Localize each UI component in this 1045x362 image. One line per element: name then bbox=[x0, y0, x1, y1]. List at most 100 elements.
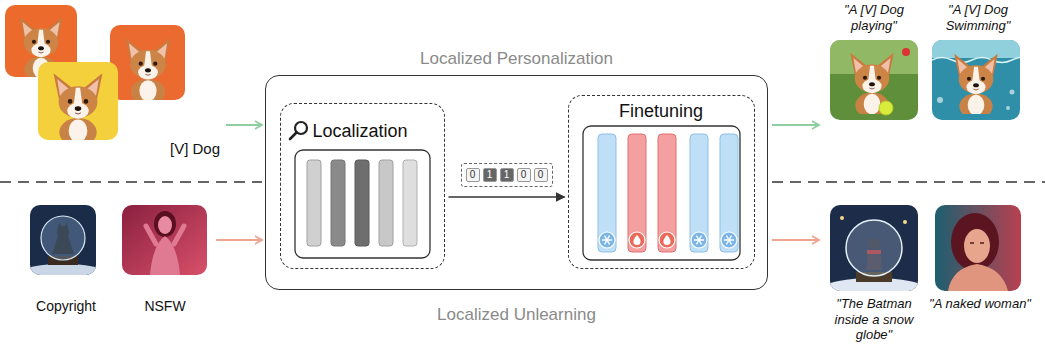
node-label: Localized Personalization bbox=[420, 49, 613, 69]
image-group: [V] Dog bbox=[4, 4, 222, 160]
node-label: "A naked woman" bbox=[929, 296, 1031, 312]
copyright-photo bbox=[30, 205, 96, 275]
snow-globe-photo bbox=[846, 220, 902, 276]
image-panel: "A [V] Dog Swimming" bbox=[926, 2, 1030, 122]
flow-arrow bbox=[216, 239, 262, 241]
node-label: [V] Dog bbox=[170, 140, 220, 158]
frozen-icon bbox=[694, 236, 704, 245]
frozen-icon bbox=[602, 236, 612, 245]
finetuning-panel bbox=[690, 134, 708, 252]
flow-arrow bbox=[772, 124, 819, 126]
mask-bit: 1 bbox=[500, 168, 514, 182]
section-divider bbox=[0, 182, 1045, 183]
portrait-photo bbox=[935, 205, 1021, 291]
nsfw-photo bbox=[122, 205, 207, 275]
frozen-icon bbox=[724, 236, 734, 245]
node-label: "The Batman inside a snow globe" bbox=[822, 296, 926, 343]
trainable-icon bbox=[633, 235, 640, 245]
nsfw-photo bbox=[122, 205, 207, 275]
finetuning-box: Finetuning bbox=[568, 95, 755, 269]
nsfw-photo bbox=[158, 216, 172, 234]
finetuning-panel bbox=[583, 126, 740, 260]
flow-arrow bbox=[226, 124, 262, 126]
corgi-photo bbox=[126, 38, 171, 100]
node-label: "A [V] Dog Swimming" bbox=[926, 2, 1030, 33]
portrait-photo bbox=[948, 264, 1008, 291]
portrait-photo bbox=[951, 213, 999, 271]
image-panel: "The Batman inside a snow globe" bbox=[822, 204, 926, 358]
corgi-photo bbox=[38, 62, 118, 140]
nsfw-photo bbox=[154, 211, 176, 237]
trainable-icon bbox=[629, 232, 645, 248]
localization-box: Localization bbox=[280, 103, 445, 269]
dog-playing-photo bbox=[902, 48, 910, 56]
dog-swimming-photo bbox=[932, 40, 1020, 120]
copyright-photo bbox=[41, 216, 85, 260]
portrait-photo bbox=[970, 242, 984, 243]
section-divider bbox=[772, 181, 1045, 183]
finetuning-panel bbox=[583, 126, 740, 260]
section-divider bbox=[0, 181, 262, 183]
snow-globe-photo bbox=[830, 205, 918, 291]
node-label: Localization bbox=[313, 121, 408, 143]
flow-arrow bbox=[449, 196, 565, 198]
magnifier-icon bbox=[290, 122, 307, 139]
node-label: NSFW bbox=[144, 298, 185, 315]
dog-playing-photo bbox=[830, 40, 918, 120]
dog-swimming-photo bbox=[932, 40, 1020, 58]
image-panel: "A [V] Dog playing" bbox=[822, 2, 926, 122]
frozen-icon bbox=[721, 232, 737, 248]
localization-panel bbox=[295, 150, 430, 258]
dog-playing-photo bbox=[879, 101, 893, 115]
image-panel: Copyright bbox=[24, 203, 108, 315]
dog-swimming-photo bbox=[1006, 106, 1010, 110]
connectors bbox=[216, 125, 819, 240]
trainable-icon bbox=[629, 232, 675, 248]
node-label: Copyright bbox=[36, 298, 96, 315]
flow-arrow bbox=[772, 239, 819, 241]
localization-panel bbox=[295, 150, 430, 258]
frozen-icon bbox=[691, 232, 707, 248]
dog-swimming-photo bbox=[932, 40, 1020, 120]
dog-swimming-photo bbox=[954, 54, 998, 119]
localization-panel bbox=[331, 160, 345, 246]
image-panel: NSFW bbox=[118, 203, 212, 315]
snow-globe-photo bbox=[903, 220, 907, 224]
nsfw-photo bbox=[146, 226, 184, 244]
finetuning-panel bbox=[628, 134, 646, 252]
image-panel: "A naked woman" bbox=[928, 204, 1032, 358]
finetuning-panel bbox=[598, 134, 616, 252]
trainable-icon bbox=[659, 232, 675, 248]
node-label: "A [V] Dog playing" bbox=[822, 2, 926, 33]
dog-playing-photo bbox=[850, 53, 894, 118]
method-box: Localized PersonalizationLocalized Unlea… bbox=[265, 75, 768, 290]
node-label: Localized Unlearning bbox=[437, 305, 596, 325]
dog-playing-photo bbox=[830, 40, 918, 120]
node-label: Finetuning bbox=[619, 101, 703, 123]
mask-bit: 0 bbox=[534, 168, 548, 182]
mask-vector: 01100 bbox=[461, 163, 553, 187]
dog-swimming-photo bbox=[932, 58, 1020, 63]
copyright-photo bbox=[30, 264, 96, 275]
mask-bit: 0 bbox=[466, 168, 480, 182]
portrait-photo bbox=[935, 205, 1021, 291]
corgi-photo bbox=[54, 73, 103, 140]
dog-swimming-photo bbox=[937, 97, 943, 103]
dog-swimming-photo bbox=[1010, 90, 1015, 95]
snow-globe-photo bbox=[830, 205, 918, 291]
localization-panel bbox=[355, 160, 369, 246]
localization-panel bbox=[403, 160, 417, 246]
frozen-icon bbox=[599, 232, 737, 248]
localization-panel bbox=[379, 160, 393, 246]
mask-bit: 1 bbox=[483, 168, 497, 182]
snow-globe-photo bbox=[840, 216, 844, 220]
magnifier-icon bbox=[290, 133, 297, 140]
portrait-photo bbox=[964, 229, 990, 263]
mask-bit: 0 bbox=[517, 168, 531, 182]
corgi-photo bbox=[110, 25, 185, 100]
localization-panel bbox=[307, 160, 321, 246]
trainable-icon bbox=[663, 235, 670, 245]
frozen-icon bbox=[599, 232, 615, 248]
